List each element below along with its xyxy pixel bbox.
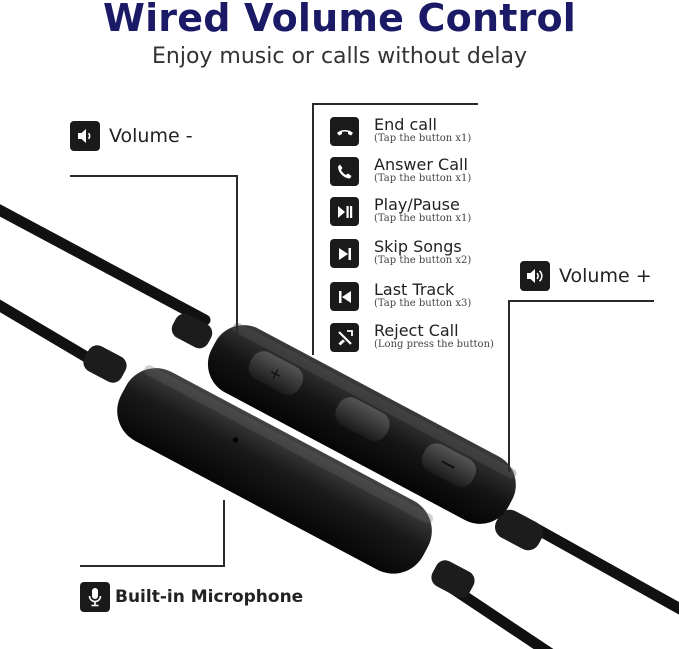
function-answer-call: Answer Call (Tap the button x1) [330, 157, 471, 186]
function-hint: (Long press the button) [374, 339, 494, 350]
function-label: End call [374, 115, 437, 134]
leader-line-volume-down [70, 175, 238, 177]
remote-control-upper: + [171, 313, 544, 551]
function-hint: (Tap the button x3) [374, 298, 472, 309]
callout-label: Volume - [109, 125, 193, 147]
skip-forward-icon [330, 239, 359, 268]
function-label: Play/Pause [374, 195, 460, 214]
callout-label: Built-in Microphone [115, 587, 304, 607]
skip-back-icon [330, 282, 359, 311]
callout-volume-down: Volume - [70, 121, 193, 151]
play-pause-icon [330, 197, 359, 226]
function-hint: (Tap the button x1) [374, 213, 472, 224]
callout-volume-up: Volume + [520, 261, 652, 291]
function-label: Answer Call [374, 155, 468, 174]
function-reject-call: Reject Call (Long press the button) [330, 323, 494, 352]
leader-line-volume-up [508, 300, 654, 302]
microphone-icon [80, 582, 110, 612]
answer-call-icon [330, 157, 359, 186]
leader-line-functions [312, 103, 478, 105]
function-hint: (Tap the button x2) [374, 255, 472, 266]
page-title: Wired Volume Control [102, 0, 577, 40]
function-hint: (Tap the button x1) [374, 173, 472, 184]
function-label: Reject Call [374, 321, 459, 340]
function-label: Last Track [374, 280, 455, 299]
leader-line-microphone [223, 500, 225, 566]
leader-line-volume-down [236, 175, 238, 340]
function-play-pause: Play/Pause (Tap the button x1) [330, 197, 471, 226]
reject-call-icon [330, 323, 359, 352]
function-skip-songs: Skip Songs (Tap the button x2) [330, 239, 471, 268]
callout-label: Volume + [559, 265, 652, 287]
speaker-high-icon [520, 261, 550, 291]
leader-line-microphone [80, 565, 225, 567]
function-label: Skip Songs [374, 237, 462, 256]
leader-line-volume-up [508, 300, 510, 472]
page-subtitle: Enjoy music or calls without delay [151, 44, 528, 69]
function-last-track: Last Track (Tap the button x3) [330, 282, 471, 311]
cable-upper [0, 204, 679, 615]
remote-control-lower [83, 345, 475, 598]
callout-microphone: Built-in Microphone [80, 582, 303, 612]
leader-line-functions [312, 103, 314, 355]
speaker-low-icon [70, 121, 100, 151]
end-call-icon [330, 117, 359, 146]
function-end-call: End call (Tap the button x1) [330, 117, 471, 146]
function-hint: (Tap the button x1) [374, 133, 472, 144]
